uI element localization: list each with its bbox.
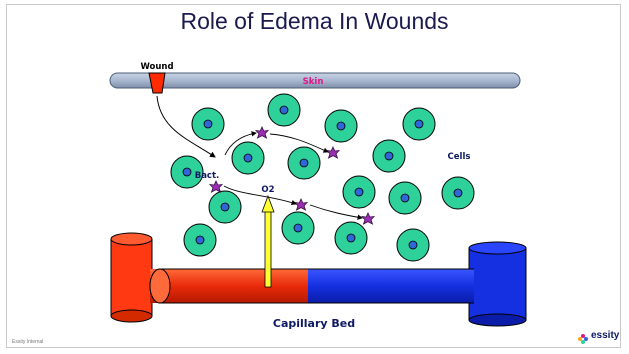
bacterium (210, 181, 222, 192)
footer-classification: Essity Internal (12, 339, 43, 345)
cell (343, 176, 375, 208)
cell (288, 147, 320, 179)
cell (209, 191, 241, 223)
cell (373, 140, 405, 172)
cell (335, 222, 367, 254)
cell (442, 177, 474, 209)
cell (403, 108, 435, 140)
wound-label: Wound (140, 62, 173, 72)
skin-label: Skin (303, 77, 324, 87)
bacterium (256, 127, 268, 138)
venous-reservoir (469, 242, 526, 326)
oxygen-label: O2 (261, 185, 274, 195)
cells-label: Cells (448, 152, 471, 162)
capillary-pipe (150, 269, 474, 303)
cell (184, 224, 216, 256)
bacterium (362, 213, 374, 224)
wound-opening (149, 73, 165, 93)
brand-name: essity (591, 330, 619, 341)
brand-logo: essity (577, 330, 619, 341)
arterial-reservoir (111, 233, 152, 322)
cell (232, 142, 264, 174)
cell (268, 94, 300, 126)
bacteria-label: Bact. (195, 171, 220, 181)
bacterium (327, 147, 339, 158)
cell (389, 182, 421, 214)
capillary-bed-label: Capillary Bed (273, 317, 355, 330)
cell (192, 108, 224, 140)
cell (397, 229, 429, 261)
bacterium (295, 199, 307, 210)
cell (282, 212, 314, 244)
cell (325, 110, 357, 142)
